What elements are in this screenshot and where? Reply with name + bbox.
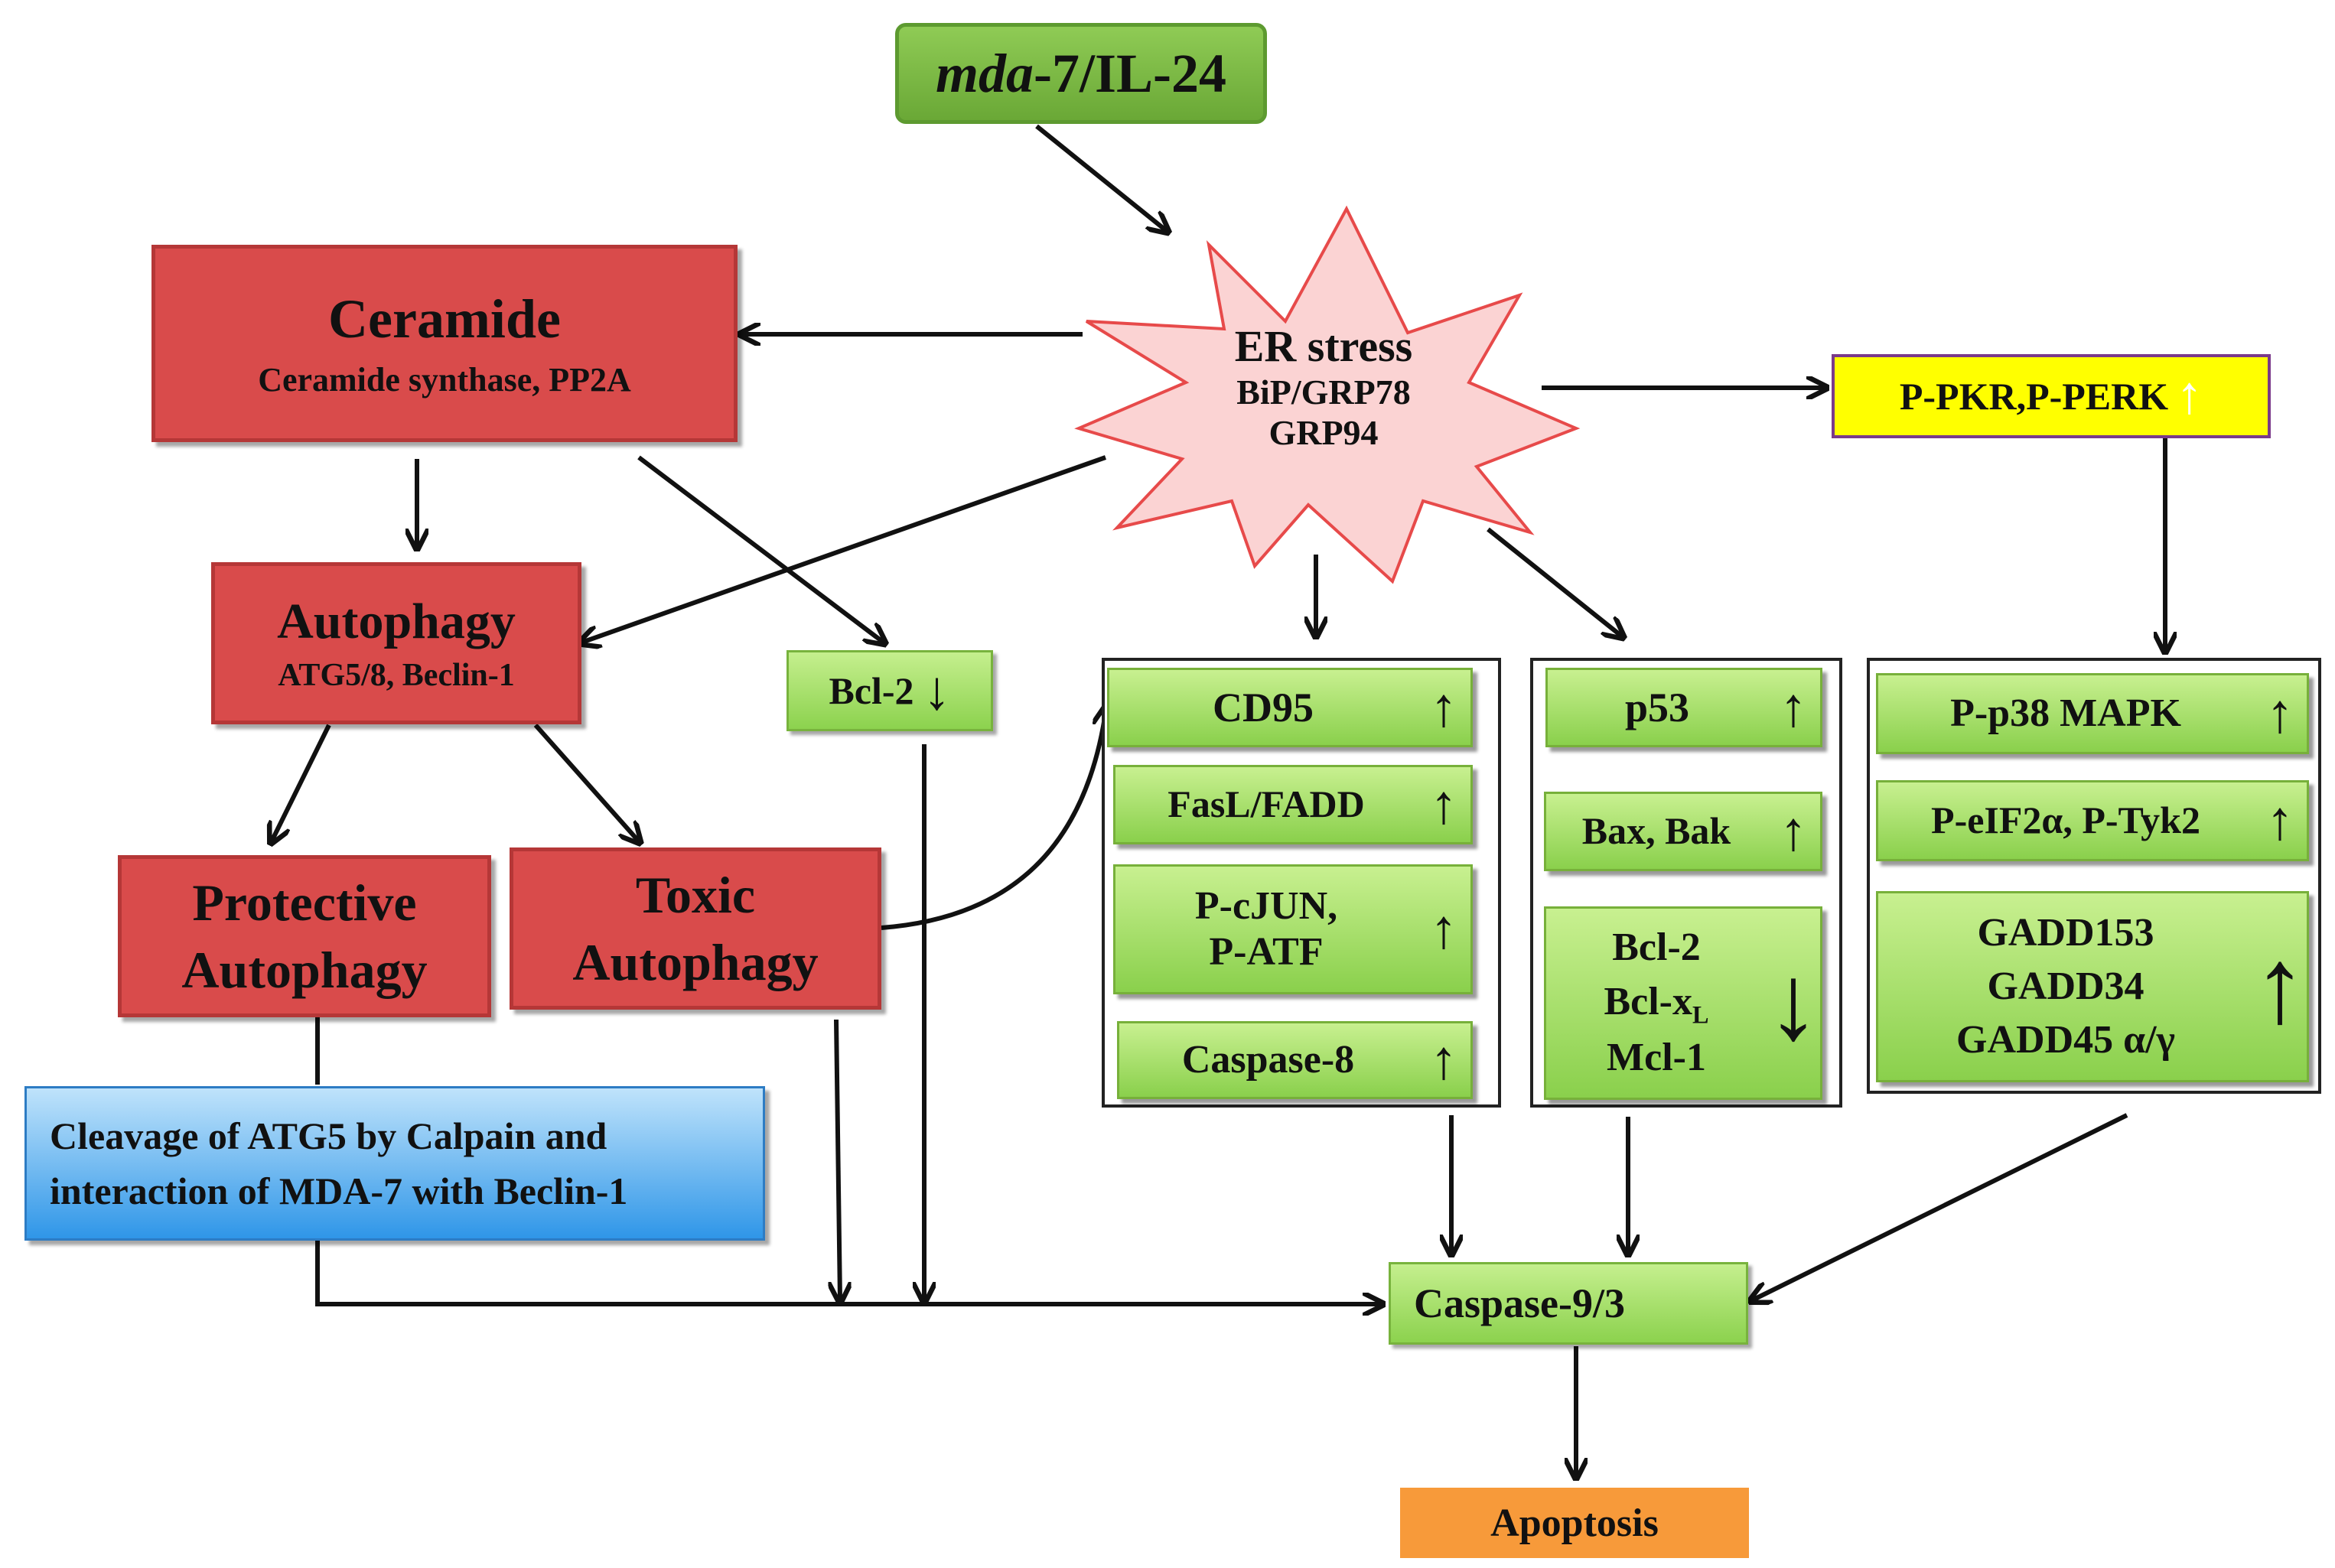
- arrow-er-to-autophagy: [581, 455, 1106, 642]
- protective-line2: Autophagy: [181, 941, 428, 999]
- autophagy-subtitle: ATG5/8, Beclin-1: [278, 658, 515, 693]
- p-cjun-atf-label: P-cJUN,P-ATF: [1194, 884, 1338, 974]
- p-eif2a-row: P-eIF2α, P-Tyk2 ↑: [1876, 780, 2309, 861]
- mda7-italic-label: mda: [935, 42, 1034, 104]
- pkr-perk-node: P-PKR,P-PERK ↑: [1832, 354, 2271, 438]
- apoptosis-label: Apoptosis: [1490, 1501, 1659, 1545]
- bcl2-label: Bcl-2: [829, 669, 914, 712]
- arrow-up-icon: ↑: [1430, 1030, 1457, 1091]
- p53-label: p53: [1624, 684, 1690, 730]
- toxic-autophagy-node: Toxic Autophagy: [510, 847, 881, 1010]
- bax-bak-label: Bax, Bak: [1581, 809, 1731, 853]
- arrow-toxic-to-cd95: [881, 708, 1106, 930]
- p53-row: p53 ↑: [1545, 668, 1822, 747]
- toxic-line2: Autophagy: [572, 933, 819, 991]
- ceramide-node: Ceramide Ceramide synthase, PP2A: [151, 245, 738, 442]
- arrow-up-icon: ↑: [2266, 790, 2294, 851]
- mda7-il24-node: mda-7/IL-24: [895, 23, 1267, 124]
- caspase8-row: Caspase-8 ↑: [1117, 1021, 1473, 1099]
- arrow-mda7-to-er: [1035, 124, 1167, 231]
- arrow-up-icon: ↑: [2266, 683, 2294, 744]
- caspase93-node: Caspase-9/3: [1389, 1262, 1748, 1345]
- bcl-family-row: Bcl-2 Bcl-xL Mcl-1 ↓: [1544, 906, 1822, 1100]
- arrow-up-icon: ↑: [1430, 899, 1457, 960]
- cleavage-line2: interaction of MDA-7 with Beclin-1: [50, 1169, 628, 1212]
- autophagy-node: Autophagy ATG5/8, Beclin-1: [211, 562, 581, 724]
- er-stress-line2: GRP94: [1268, 412, 1379, 452]
- autophagy-title: Autophagy: [277, 594, 516, 649]
- p-eif2a-label: P-eIF2α, P-Tyk2: [1931, 799, 2200, 842]
- arrow-ceramide-to-bcl2: [637, 455, 884, 642]
- cleavage-line1: Cleavage of ATG5 by Calpain and: [50, 1114, 607, 1157]
- ceramide-subtitle: Ceramide synthase, PP2A: [258, 361, 631, 399]
- p-cjun-atf-row: P-cJUN,P-ATF ↑: [1113, 864, 1473, 994]
- er-stress-line1: BiP/GRP78: [1236, 372, 1411, 412]
- fasl-fadd-label: FasL/FADD: [1168, 782, 1365, 826]
- bcl-family-label: Bcl-2 Bcl-xL Mcl-1: [1604, 926, 1709, 1080]
- er-stress-title: ER stress: [1234, 320, 1413, 371]
- cleavage-node: Cleavage of ATG5 by Calpain and interact…: [24, 1086, 765, 1241]
- arrow-up-icon: ↑: [1430, 677, 1457, 738]
- cd95-row: CD95 ↑: [1107, 668, 1473, 747]
- bax-bak-row: Bax, Bak ↑: [1544, 792, 1822, 871]
- er-stress-node: ER stress BiP/GRP78 GRP94: [1178, 302, 1469, 470]
- mda7-rest-label: -7/IL-24: [1034, 42, 1226, 104]
- arrow-up-icon: ↑: [2253, 927, 2307, 1046]
- toxic-line1: Toxic: [635, 865, 756, 924]
- arrow-toxic-down: [836, 1019, 840, 1300]
- p-p38-label: P-p38 MAPK: [1950, 691, 2181, 736]
- arrow-er-to-mid-panel: [1487, 527, 1622, 636]
- arrow-down-icon: ↓: [923, 660, 951, 721]
- line-cleavage-to-caspase: [315, 1239, 1381, 1304]
- cd95-label: CD95: [1213, 684, 1314, 730]
- apoptosis-node: Apoptosis: [1400, 1488, 1749, 1558]
- arrow-right-panel-to-caspase: [1752, 1113, 2128, 1300]
- bcl2-down-node: Bcl-2 ↓: [786, 650, 993, 731]
- p-p38-row: P-p38 MAPK ↑: [1876, 673, 2309, 754]
- er-stress-burst: [1074, 205, 1581, 584]
- ceramide-title: Ceramide: [328, 288, 561, 350]
- protective-autophagy-node: Protective Autophagy: [118, 855, 491, 1017]
- arrow-up-icon: ↑: [2176, 366, 2203, 425]
- protective-line1: Protective: [192, 873, 417, 932]
- caspase93-label: Caspase-9/3: [1414, 1280, 1626, 1326]
- caspase8-label: Caspase-8: [1181, 1038, 1355, 1082]
- pkr-label: P-PKR,P-PERK: [1899, 375, 2169, 418]
- arrow-up-icon: ↑: [1780, 677, 1807, 738]
- arrow-up-icon: ↑: [1780, 801, 1807, 862]
- arrow-autophagy-to-toxic: [533, 724, 639, 841]
- gadd-row: GADD153 GADD34 GADD45 α/γ ↑: [1876, 891, 2309, 1082]
- arrow-down-icon: ↓: [1767, 943, 1820, 1062]
- gadd-label: GADD153 GADD34 GADD45 α/γ: [1956, 910, 2175, 1062]
- fasl-fadd-row: FasL/FADD ↑: [1113, 765, 1473, 844]
- arrow-autophagy-to-protective: [272, 724, 331, 841]
- arrow-up-icon: ↑: [1430, 774, 1457, 835]
